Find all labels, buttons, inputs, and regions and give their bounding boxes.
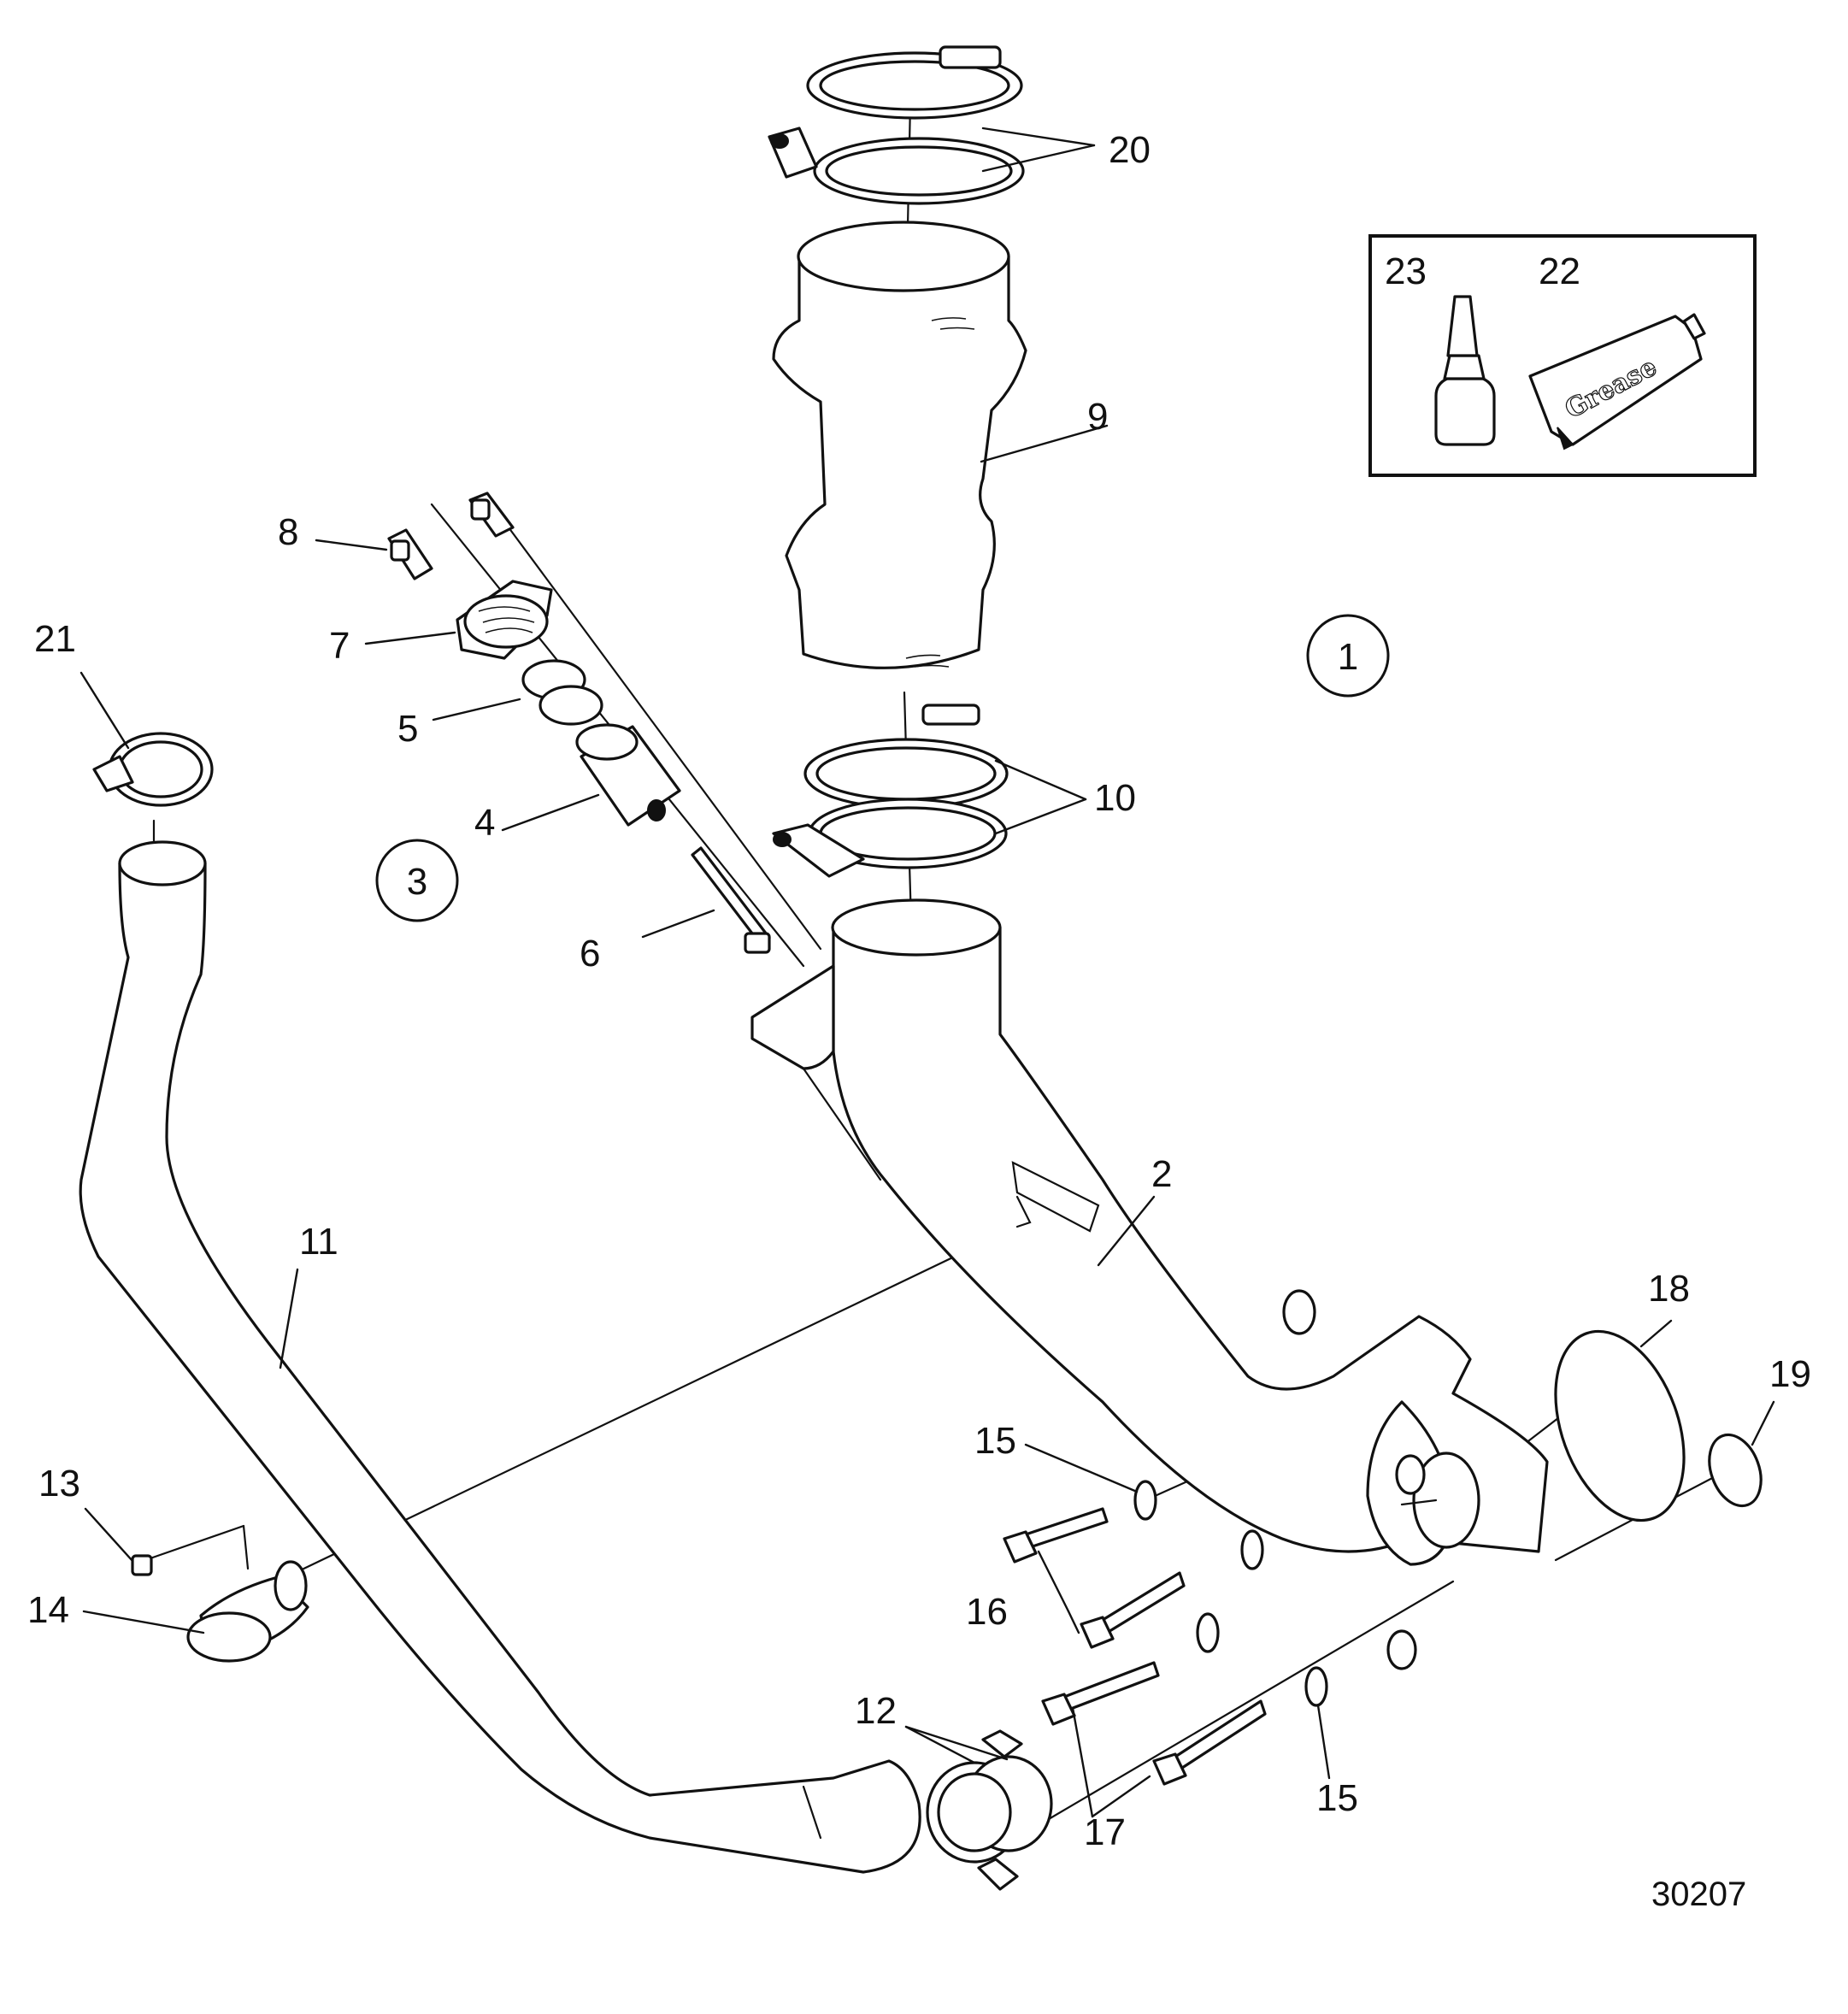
- callout-9: 9: [1087, 396, 1108, 438]
- callout-2: 2: [1151, 1153, 1172, 1195]
- callout-13: 13: [38, 1463, 80, 1505]
- callout-15-upper: 15: [974, 1420, 1016, 1462]
- explosion-lines: [144, 101, 1737, 1827]
- adhesive-bottle-icon: [1434, 295, 1496, 446]
- callout-3: 3: [407, 861, 427, 903]
- figure-number: 30207: [1651, 1876, 1746, 1913]
- callout-10: 10: [1094, 777, 1136, 819]
- callout-18: 18: [1648, 1268, 1690, 1310]
- bolts-and-washers: [1003, 1480, 1328, 1786]
- callout-17: 17: [1084, 1811, 1126, 1853]
- callout-11: 11: [299, 1221, 338, 1263]
- lower-clamps: [926, 1729, 1053, 1891]
- callout-ring-1: [1306, 614, 1390, 698]
- callout-6: 6: [580, 933, 600, 975]
- upper-exhaust-hose: [772, 221, 1027, 669]
- outlet-assembly: [387, 492, 771, 954]
- callout-5: 5: [397, 708, 418, 750]
- callout-20: 20: [1109, 129, 1151, 171]
- upper-hose-clamps: [768, 45, 1025, 205]
- callout-21: 21: [34, 618, 76, 660]
- callout-1: 1: [1338, 636, 1358, 678]
- callout-16: 16: [966, 1591, 1008, 1633]
- small-clamp: [92, 732, 214, 807]
- callouts: 1 2 3 4 5 6 7 8 9 10 11 12 13 14 15 15 1…: [27, 129, 1811, 1853]
- callout-19: 19: [1769, 1353, 1811, 1395]
- exhaust-elbow: [750, 898, 1549, 1670]
- callout-14: 14: [27, 1589, 69, 1631]
- callout-22: 22: [1539, 250, 1580, 292]
- callout-4: 4: [474, 802, 495, 844]
- callout-15-lower: 15: [1316, 1777, 1358, 1819]
- callout-8: 8: [278, 511, 298, 553]
- lower-hose-clamps: [772, 704, 1009, 878]
- o-rings: [1554, 1329, 1763, 1522]
- callout-23: 23: [1385, 250, 1427, 292]
- leader-lines: [79, 127, 1775, 1818]
- consumables-kit: Grease: [1368, 234, 1757, 477]
- callout-ring-3: [375, 839, 459, 922]
- hose-fitting: [131, 1554, 309, 1663]
- drain-hose: [79, 840, 921, 1874]
- callout-12: 12: [855, 1690, 897, 1732]
- callout-7: 7: [329, 625, 350, 667]
